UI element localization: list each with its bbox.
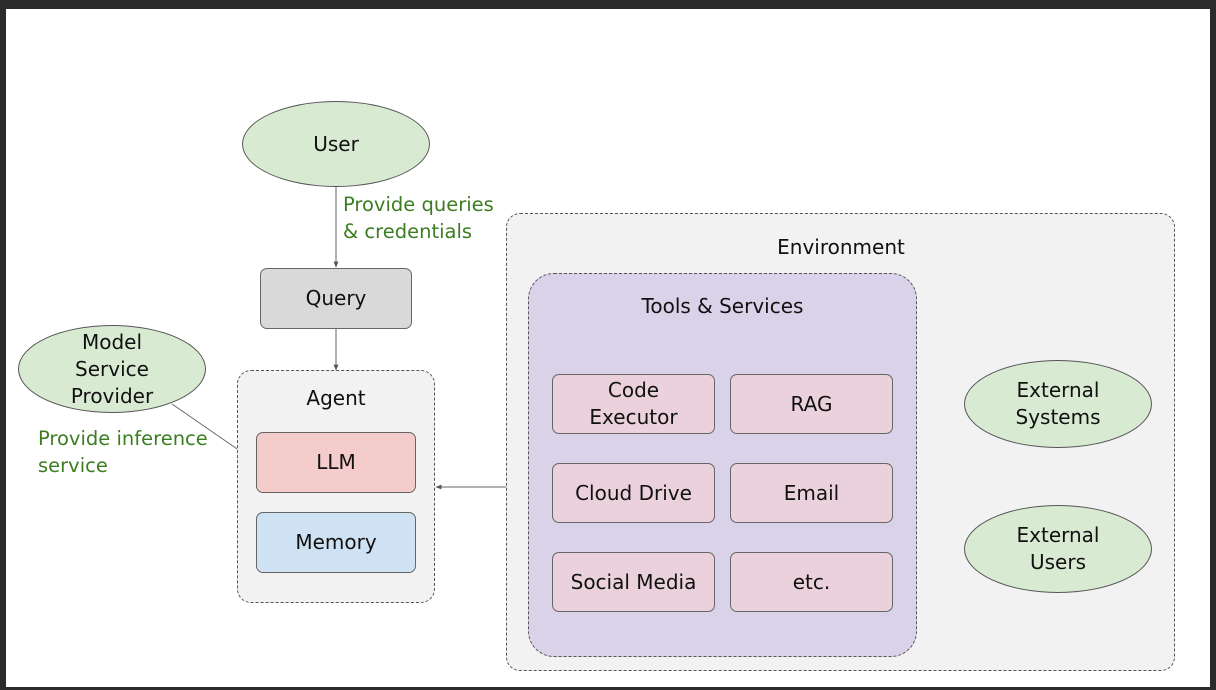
- user-node: User: [242, 101, 430, 187]
- tool-rag: RAG: [730, 374, 893, 434]
- tool-label: Email: [783, 480, 840, 505]
- tool-label: etc.: [792, 569, 831, 594]
- external-systems-node: External Systems: [964, 360, 1152, 448]
- tools-services-title: Tools & Services: [641, 294, 804, 318]
- annotation-inference-service: Provide inference service: [38, 427, 208, 477]
- model-service-provider-label: Model Service Provider: [70, 329, 154, 408]
- external-systems-label: External Systems: [1015, 378, 1101, 429]
- diagram-canvas: User Provide queries & credentials Query…: [6, 9, 1210, 687]
- agent-title: Agent: [306, 386, 366, 410]
- tool-label: Code Executor: [589, 378, 678, 429]
- memory-node: Memory: [256, 512, 416, 573]
- tool-label: Social Media: [570, 569, 697, 594]
- annotation-queries-credentials: Provide queries & credentials: [343, 193, 494, 243]
- tool-email: Email: [730, 463, 893, 523]
- tool-social-media: Social Media: [552, 552, 715, 612]
- external-users-label: External Users: [1016, 523, 1100, 574]
- query-node: Query: [260, 268, 412, 329]
- tool-code-executor: Code Executor: [552, 374, 715, 434]
- llm-label: LLM: [316, 450, 356, 474]
- model-service-provider-node: Model Service Provider: [18, 325, 206, 413]
- user-label: User: [313, 131, 359, 156]
- tool-label: Cloud Drive: [575, 480, 692, 505]
- tool-label: RAG: [790, 391, 833, 416]
- external-users-node: External Users: [964, 505, 1152, 593]
- environment-title: Environment: [507, 235, 1175, 259]
- query-label: Query: [305, 286, 367, 310]
- memory-label: Memory: [295, 530, 377, 554]
- tool-etc: etc.: [730, 552, 893, 612]
- llm-node: LLM: [256, 432, 416, 493]
- tool-cloud-drive: Cloud Drive: [552, 463, 715, 523]
- environment-label: Environment: [777, 235, 905, 259]
